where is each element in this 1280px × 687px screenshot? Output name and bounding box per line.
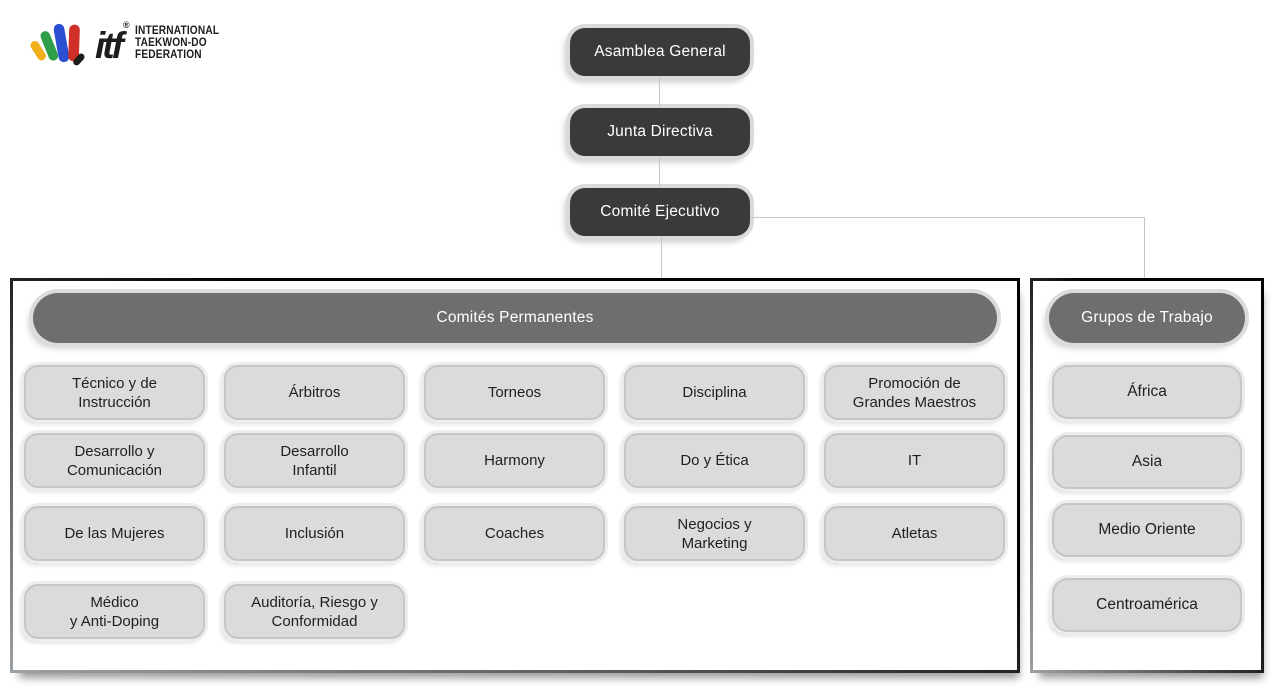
- node-asamblea-general: Asamblea General: [570, 28, 750, 76]
- connector-comite-trabajo-horizontal: [750, 217, 1145, 218]
- connector-comite-trabajo-vertical: [1144, 217, 1145, 278]
- connector-junta-comite: [659, 156, 660, 188]
- itf-logo: itf® INTERNATIONAL TAEKWON-DO FEDERATION: [30, 18, 230, 68]
- committee-medico-antidoping: Médico y Anti-Doping: [24, 584, 205, 639]
- working-group-list: África Asia Medio Oriente Centroamérica: [1033, 343, 1261, 632]
- working-group-africa: África: [1052, 365, 1242, 419]
- committee-do-etica: Do y Ética: [624, 433, 805, 488]
- logo-line-3: FEDERATION: [134, 49, 202, 61]
- committee-row-1: Técnico y de Instrucción Árbitros Torneo…: [13, 365, 1017, 420]
- committee-it: IT: [824, 433, 1005, 488]
- committee-coaches: Coaches: [424, 506, 605, 561]
- working-group-centroamerica: Centroamérica: [1052, 578, 1242, 632]
- panel-header-grupos-de-trabajo: Grupos de Trabajo: [1049, 293, 1245, 343]
- connector-comite-permanentes: [661, 236, 662, 278]
- working-group-medio-oriente: Medio Oriente: [1052, 503, 1242, 557]
- logo-line-2: TAEKWON-DO: [134, 37, 207, 49]
- committee-inclusion: Inclusión: [224, 506, 405, 561]
- committee-row-2: Desarrollo y Comunicación Desarrollo Inf…: [13, 433, 1017, 488]
- committee-negocios-marketing: Negocios y Marketing: [624, 506, 805, 561]
- committee-harmony: Harmony: [424, 433, 605, 488]
- committee-auditoria-riesgo-conformidad: Auditoría, Riesgo y Conformidad: [224, 584, 405, 639]
- panel-header-comites-permanentes: Comités Permanentes: [33, 293, 997, 343]
- committee-row-4: Médico y Anti-Doping Auditoría, Riesgo y…: [13, 584, 1017, 639]
- committee-atletas: Atletas: [824, 506, 1005, 561]
- itf-fan-icon: [30, 23, 85, 66]
- committee-desarrollo-comunicacion: Desarrollo y Comunicación: [24, 433, 205, 488]
- working-group-asia: Asia: [1052, 435, 1242, 489]
- committee-torneos: Torneos: [424, 365, 605, 420]
- committee-desarrollo-infantil: Desarrollo Infantil: [224, 433, 405, 488]
- committee-promocion-grandes-maestros: Promoción de Grandes Maestros: [824, 365, 1005, 420]
- committee-row-3: De las Mujeres Inclusión Coaches Negocio…: [13, 506, 1017, 561]
- committee-de-las-mujeres: De las Mujeres: [24, 506, 205, 561]
- panel-comites-permanentes: Comités Permanentes Técnico y de Instruc…: [10, 278, 1020, 673]
- committee-tecnico-instruccion: Técnico y de Instrucción: [24, 365, 205, 420]
- logo-line-1: INTERNATIONAL: [134, 25, 219, 37]
- panel-grupos-de-trabajo: Grupos de Trabajo África Asia Medio Orie…: [1030, 278, 1264, 673]
- committee-arbitros: Árbitros: [224, 365, 405, 420]
- node-junta-directiva: Junta Directiva: [570, 108, 750, 156]
- committee-disciplina: Disciplina: [624, 365, 805, 420]
- node-comite-ejecutivo: Comité Ejecutivo: [570, 188, 750, 236]
- itf-logo-text: INTERNATIONAL TAEKWON-DO FEDERATION: [135, 25, 219, 61]
- registered-mark: ®: [122, 20, 130, 31]
- itf-wordmark: itf®: [95, 20, 130, 66]
- connector-asamblea-junta: [659, 76, 660, 108]
